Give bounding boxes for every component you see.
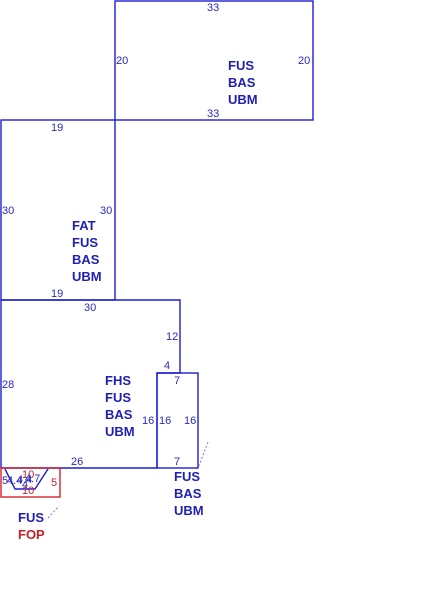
room-porch-dim-left-a: 5 <box>2 475 8 487</box>
room-closet-dim-right: 16 <box>184 415 196 427</box>
room-porch-code-1: FUS <box>18 510 44 525</box>
room-middle-left-code-2: FUS <box>72 235 98 250</box>
room-main-dim-bottom: 26 <box>71 456 83 468</box>
room-middle-left-dim-right: 30 <box>100 205 112 217</box>
room-closet-code-1: FUS <box>174 469 200 484</box>
room-closet-outline <box>156 372 199 469</box>
room-porch-dim-left-b: 4.4 <box>7 475 22 487</box>
room-top-right-code-3: UBM <box>228 92 258 107</box>
room-porch-dim-mid-b: 4.7 <box>25 473 40 485</box>
room-top-right-dim-left: 20 <box>116 55 128 67</box>
room-main-dim-notch: 4 <box>164 360 170 372</box>
room-top-right-code-1: FUS <box>228 58 254 73</box>
room-closet-dim-left: 16 <box>159 415 171 427</box>
room-middle-left[interactable]: 19 19 30 30 FAT FUS BAS UBM <box>0 119 116 301</box>
room-porch-dim-inner: 4 <box>22 479 28 491</box>
room-top-right-dim-bottom: 33 <box>207 108 219 120</box>
room-main-dim-left: 28 <box>2 379 14 391</box>
room-main-code-1: FHS <box>105 373 131 388</box>
room-main-dim-inner-left: 16 <box>142 415 154 427</box>
room-main-code-3: BAS <box>105 407 133 422</box>
room-porch-dim-top: 10 <box>22 469 34 481</box>
room-closet-leader <box>198 441 209 467</box>
room-closet-dim-bottom: 7 <box>174 456 180 468</box>
room-porch-stair-outline <box>4 468 49 490</box>
room-main-dim-right: 12 <box>166 331 178 343</box>
room-middle-left-code-1: FAT <box>72 218 96 233</box>
room-middle-left-dim-top: 19 <box>51 122 63 134</box>
room-porch-outline <box>0 467 61 498</box>
room-middle-left-code-3: BAS <box>72 252 100 267</box>
room-closet[interactable]: 7 7 16 16 FUS BAS UBM <box>156 372 209 518</box>
room-middle-left-code-4: UBM <box>72 269 102 284</box>
room-top-right-outline <box>114 0 314 121</box>
room-closet-dim-top: 7 <box>174 375 180 387</box>
room-middle-left-dim-left: 30 <box>2 205 14 217</box>
room-main-dim-top: 30 <box>84 302 96 314</box>
room-main-code-2: FUS <box>105 390 131 405</box>
room-middle-left-dim-bottom: 19 <box>51 288 63 300</box>
room-closet-code-2: BAS <box>174 486 202 501</box>
room-top-right-dim-right: 20 <box>298 55 310 67</box>
room-top-right-dim-top: 33 <box>207 2 219 14</box>
room-porch[interactable]: 10 10 5 5 4.4 4.4 4.7 4 FUS FOP <box>0 467 61 542</box>
room-porch-leader <box>47 506 59 519</box>
room-main[interactable]: 30 12 4 16 26 28 FHS FUS BAS UBM <box>0 299 181 469</box>
room-porch-dim-bottom: 10 <box>22 485 34 497</box>
room-porch-dim-right: 5 <box>51 477 57 489</box>
room-top-right-code-2: BAS <box>228 75 256 90</box>
room-closet-code-3: UBM <box>174 503 204 518</box>
room-main-outline <box>0 299 181 469</box>
room-porch-dim-mid-a: 4.4 <box>17 474 32 486</box>
room-top-right[interactable]: 33 33 20 20 FUS BAS UBM <box>114 0 314 121</box>
room-porch-code-alert: FOP <box>18 527 45 542</box>
room-main-code-4: UBM <box>105 424 135 439</box>
